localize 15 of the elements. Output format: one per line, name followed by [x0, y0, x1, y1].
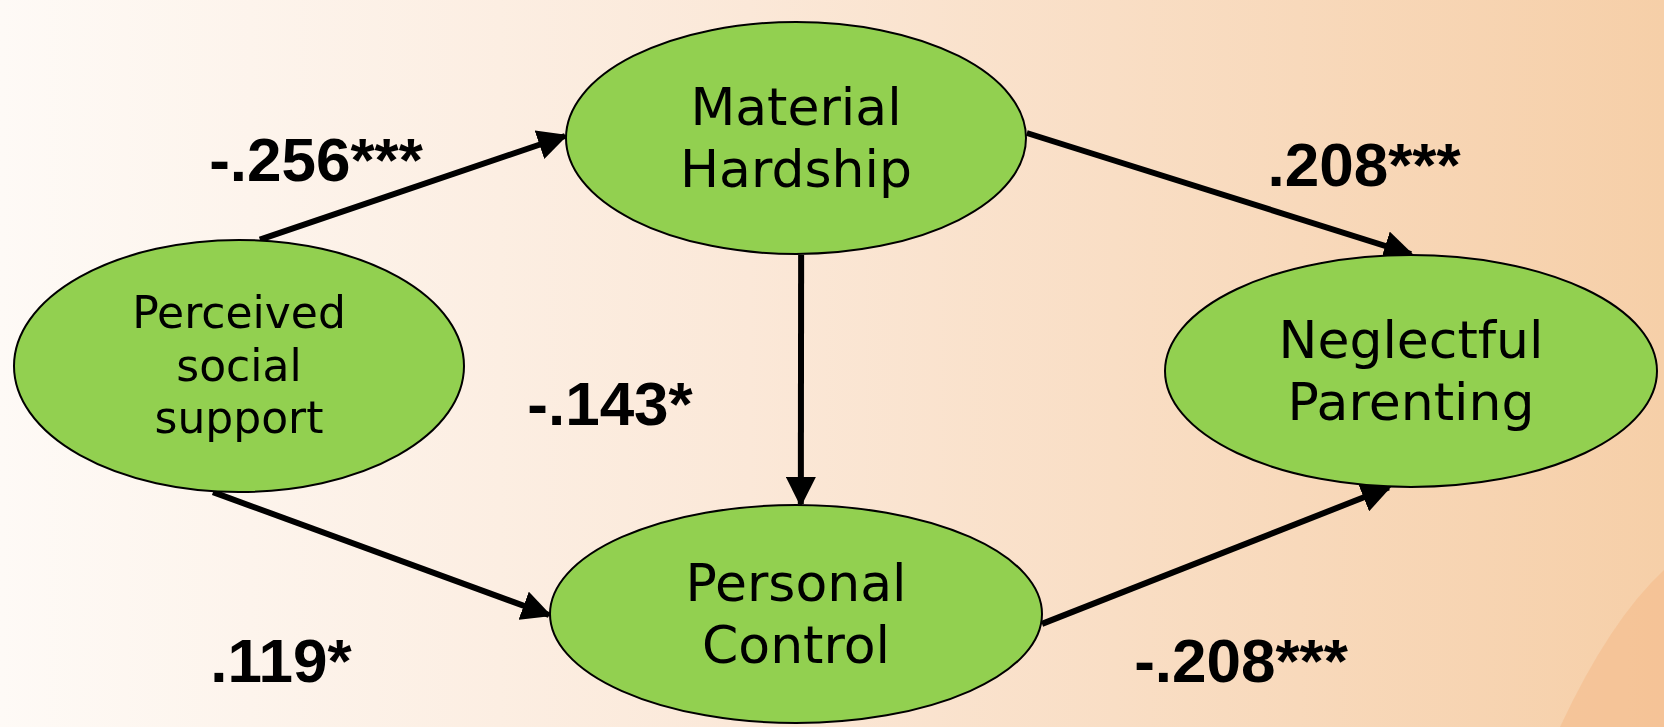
variable-ellipse [1164, 254, 1658, 488]
variable-ellipse [565, 21, 1027, 255]
variable-ellipse [549, 504, 1043, 724]
variable-name: Personal Control [684, 551, 908, 677]
path-coefficient: .208*** [1267, 128, 1461, 200]
variable-name: Neglectful Parenting [1277, 308, 1545, 434]
variable-name: Perceived social support [131, 286, 347, 446]
arrow [785, 254, 816, 507]
path-coefficient: -.256*** [209, 123, 423, 195]
arrow [1040, 483, 1392, 627]
variable-name: Material Hardship [679, 75, 913, 201]
path-coefficient: .119* [210, 624, 352, 696]
path-coefficient: -.143* [527, 367, 693, 439]
path-coefficient: -.208*** [1134, 624, 1348, 696]
variable-ellipse [13, 239, 465, 493]
